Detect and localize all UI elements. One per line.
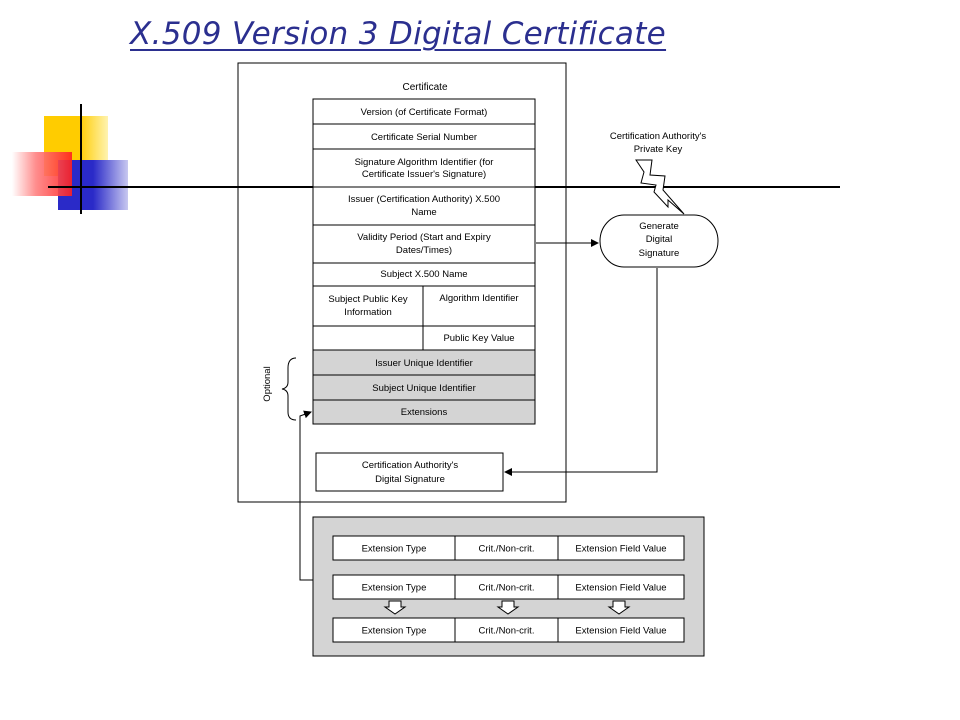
down-arrow-icon [496, 600, 520, 615]
extension-cell-label: Extension Field Value [575, 544, 666, 555]
svg-text:Generate: Generate [639, 221, 679, 232]
svg-text:Signature: Signature [639, 248, 680, 259]
generate-signature-label: Generate Digital Signature [639, 221, 680, 259]
extension-cell-label: Extension Type [362, 583, 427, 594]
field-alg-id-box [422, 285, 536, 327]
svg-text:Certificate Issuer's Signature: Certificate Issuer's Signature) [362, 169, 486, 180]
extension-cell [332, 617, 456, 643]
slide-title: X.509 Version 3 Digital Certificate [130, 16, 667, 52]
field-spki-box [312, 285, 424, 351]
extension-cell-label: Extension Type [362, 626, 427, 637]
extension-cell [557, 535, 685, 561]
field-extensions-box [312, 399, 536, 425]
svg-text:Private Key: Private Key [634, 144, 683, 155]
optional-brace [281, 357, 297, 421]
extension-cell [454, 535, 559, 561]
field-issuer-label: Issuer (Certification Authority) X.500 [348, 194, 500, 205]
optional-label: Optional [262, 366, 273, 401]
field-issuer-uid-label: Issuer Unique Identifier [375, 358, 473, 369]
extension-row: Extension Type Crit./Non-crit. Extension F… [332, 574, 685, 600]
field-alg-id-label: Algorithm Identifier [439, 293, 518, 304]
extension-cell-label: Extension Type [362, 544, 427, 555]
svg-text:Digital Signature: Digital Signature [375, 474, 445, 485]
field-issuer-uid-box [312, 349, 536, 376]
extension-cell-label: Crit./Non-crit. [479, 583, 535, 594]
field-subject-label: Subject X.500 Name [380, 269, 467, 280]
extension-cell-label: Extension Field Value [575, 626, 666, 637]
field-extensions-label: Extensions [401, 407, 448, 418]
down-arrow-icon [607, 600, 631, 615]
field-issuer-box [312, 186, 536, 226]
certificate-frame [237, 62, 567, 503]
extension-row: Extension Type Crit./Non-crit. Extension F… [332, 617, 685, 643]
deco-vertical-line [80, 104, 82, 214]
svg-text:Name: Name [411, 207, 436, 218]
extension-row: Extension Type Crit./Non-crit. Extension F… [332, 535, 685, 561]
down-arrow-icons [383, 600, 631, 615]
svg-text:Dates/Times): Dates/Times) [396, 245, 452, 256]
field-subject-uid-label: Subject Unique Identifier [372, 383, 476, 394]
generate-signature-node [599, 214, 719, 268]
field-sig-alg-box [312, 148, 536, 188]
ca-signature-box [315, 452, 504, 492]
extension-cell-label: Crit./Non-crit. [479, 626, 535, 637]
field-version-label: Version (of Certificate Format) [361, 107, 488, 118]
field-version-box [312, 98, 536, 125]
certificate-heading: Certificate [402, 82, 447, 93]
generate-to-ca-signature-arrow [504, 268, 658, 476]
lightning-bolt-icon [635, 159, 685, 215]
ca-signature-label: Certification Authority's [362, 460, 459, 471]
field-serial-label: Certificate Serial Number [371, 132, 477, 143]
field-pubkey-box [422, 325, 536, 351]
field-sig-alg-label: Signature Algorithm Identifier (for [355, 157, 494, 168]
field-serial-box [312, 123, 536, 150]
field-validity-box [312, 224, 536, 264]
svg-text:Digital: Digital [646, 234, 672, 245]
field-spki-label: Subject Public Key [328, 294, 407, 305]
extension-cell-label: Crit./Non-crit. [479, 544, 535, 555]
field-subject-uid-box [312, 374, 536, 401]
extension-cell [557, 617, 685, 643]
extension-cell [454, 574, 559, 600]
down-arrow-icon [383, 600, 407, 615]
red-deco-square [12, 152, 72, 196]
field-pubkey-label: Public Key Value [443, 333, 514, 344]
extension-cell [332, 574, 456, 600]
field-validity-label: Validity Period (Start and Expiry [357, 232, 491, 243]
extension-cell [557, 574, 685, 600]
extension-cell-label: Extension Field Value [575, 583, 666, 594]
svg-text:Information: Information [344, 307, 392, 318]
private-key-label: Certification Authority's [610, 131, 707, 142]
